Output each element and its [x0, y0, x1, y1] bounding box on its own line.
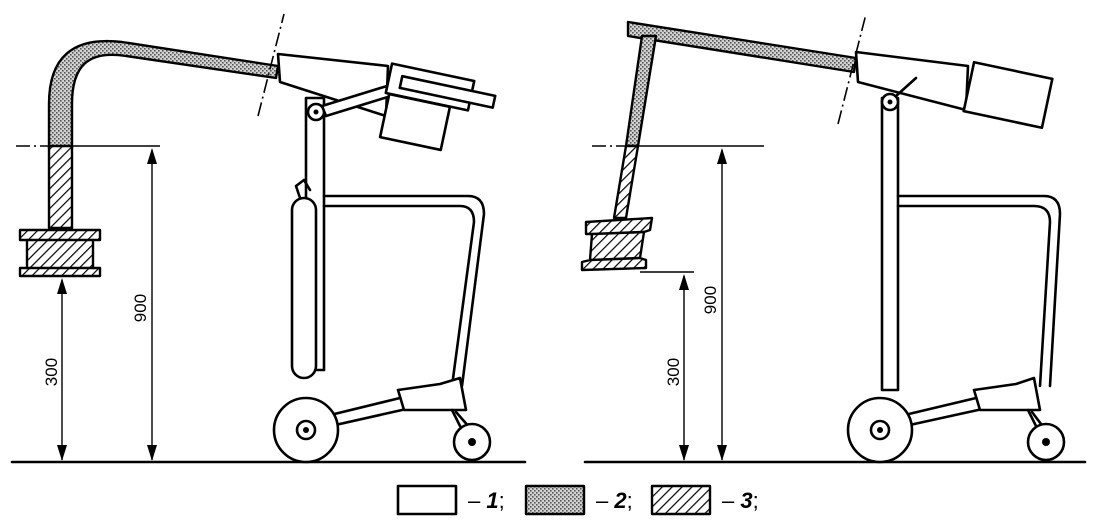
mast — [880, 96, 900, 392]
svg-text:– 2;: – 2; — [596, 488, 633, 513]
legend-number: 2 — [613, 488, 627, 513]
dimension-label-300: 300 — [42, 358, 61, 386]
legend-number: 3 — [740, 488, 752, 513]
legend-item-3: – 3; — [650, 484, 759, 516]
dimension-label-900: 900 — [701, 286, 720, 314]
hanger-stem — [47, 144, 74, 230]
svg-text:– 1;: – 1; — [468, 488, 505, 513]
legend-swatch-hatched — [650, 484, 712, 516]
boom-straight — [626, 20, 858, 74]
legend-swatch-dotted — [524, 484, 586, 516]
chassis-frame — [322, 194, 486, 388]
dimension-label-900: 900 — [131, 294, 150, 322]
base-bracket — [396, 376, 468, 412]
hanger-arm — [624, 34, 658, 148]
battery-box — [378, 92, 452, 152]
legend-swatch-plain — [396, 484, 458, 516]
actuator-cylinder — [290, 196, 318, 380]
right-figure: 900 300 — [580, 13, 1087, 464]
legend-item-1: – 1; — [396, 484, 505, 516]
legend-number: 1 — [486, 488, 498, 513]
centre-line — [837, 13, 867, 125]
left-figure: 900 300 — [10, 13, 527, 464]
legend-item-2: – 2; — [524, 484, 633, 516]
spreader-bar — [580, 216, 654, 272]
boom-curved — [47, 39, 280, 150]
base-bracket — [972, 376, 1042, 412]
hanger-stem — [612, 144, 640, 220]
dimension-label-300: 300 — [664, 358, 683, 386]
chassis-frame — [896, 194, 1062, 388]
svg-text:– 3;: – 3; — [722, 488, 759, 513]
motor-housing — [962, 60, 1054, 130]
legend: – 1; – 2; – 3; — [396, 484, 759, 516]
centre-line — [257, 13, 285, 117]
